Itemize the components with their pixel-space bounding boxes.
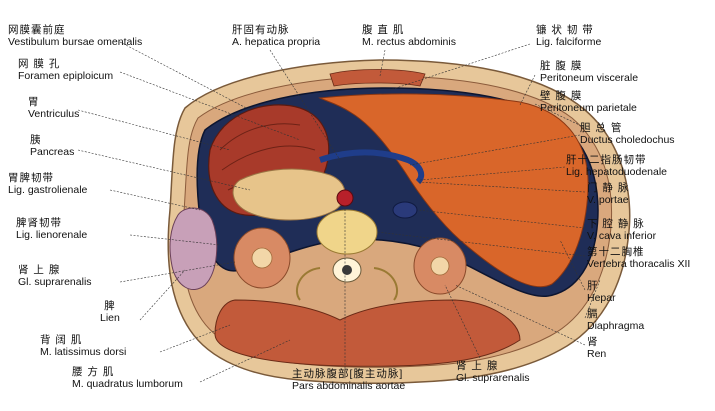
label-visc: 脏 腹 膜 Peritoneum viscerale xyxy=(540,60,639,85)
label-pariet: 壁 腹 膜 Peritoneum parietale xyxy=(540,90,637,115)
label-falciforme: 镰 状 韧 带 Lig. falciforme xyxy=(536,24,602,49)
vertebra xyxy=(295,209,399,301)
label-latissimus: 背 阔 肌 M. latissimus dorsi xyxy=(40,334,127,359)
label-vestibulum: 网膜囊前庭 Vestibulum bursae omentalis xyxy=(8,24,143,49)
label-portae: 门 静 脉 V. portae xyxy=(587,182,630,207)
rectus-muscle xyxy=(329,69,426,87)
label-suprarenalis-left: 肾 上 腺 Gl. suprarenalis xyxy=(18,264,92,289)
liver xyxy=(318,93,589,288)
pancreas xyxy=(232,168,346,221)
aorta xyxy=(336,189,354,207)
label-gastrolienale: 胃脾韧带 Lig. gastrolienale xyxy=(8,172,88,197)
label-ren: 肾 Ren xyxy=(587,336,607,361)
label-vertebra: 第十二胸椎 Vertebra thoracalis XII xyxy=(587,246,691,271)
back-muscles xyxy=(214,299,521,367)
label-lien: 脾 Lien xyxy=(100,300,120,325)
label-hepar: 肝 Hepar xyxy=(587,280,616,305)
label-cava: 下 腔 静 脉 V. cava inferior xyxy=(587,218,657,243)
label-pancreas: 胰 Pancreas xyxy=(30,134,75,159)
label-hepatoduodenale: 肝十二指肠韧带 Lig. hepatoduodenale xyxy=(566,154,668,179)
label-diaphragma: 膈 Diaphragma xyxy=(587,308,645,333)
vena-cava xyxy=(392,201,418,219)
label-hepatica: 肝固有动脉 A. hepatica propria xyxy=(232,24,321,49)
label-foramen: 网 膜 孔 Foramen epiploicum xyxy=(18,58,114,83)
label-choledochus: 胆 总 管 Ductus choledochus xyxy=(580,122,675,147)
label-lienorenale: 脾肾韧带 Lig. lienorenale xyxy=(16,217,88,242)
leader-lines xyxy=(77,41,601,383)
label-ventriculus: 胃 Ventriculus xyxy=(28,96,80,121)
label-suprarenalis-right: 肾 上 腺 Gl. suprarenalis xyxy=(456,360,530,385)
label-quadratus: 腰 方 肌 M. quadratus lumborum xyxy=(72,366,183,391)
label-rectus: 腹 直 肌 M. rectus abdominis xyxy=(362,24,456,49)
portal-vein xyxy=(319,149,425,185)
spleen xyxy=(169,207,218,290)
label-aorta: 主动脉腹部[腹主动脉] Pars abdominalis aortae xyxy=(292,368,406,393)
